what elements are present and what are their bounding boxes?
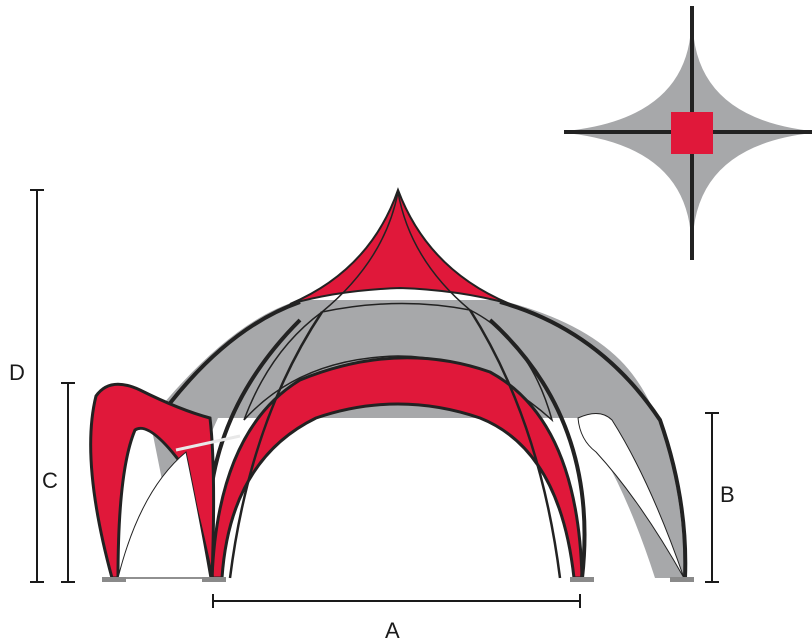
dimension-c-label: C xyxy=(42,468,58,493)
awning-inner-white xyxy=(117,451,211,579)
awning-tie xyxy=(175,434,241,452)
peak-red xyxy=(289,187,511,305)
base-plate xyxy=(570,577,594,582)
peak-seams xyxy=(321,191,471,313)
side-view xyxy=(89,187,694,582)
top-view-center-canopy xyxy=(671,112,713,154)
dimension-d-label: D xyxy=(9,360,25,385)
dimension-b-label: B xyxy=(720,482,735,507)
base-plate xyxy=(202,577,226,582)
dimension-c: C xyxy=(42,382,75,583)
base-plate xyxy=(670,577,694,582)
dimension-d: D xyxy=(9,189,44,583)
base-plate xyxy=(102,577,126,582)
top-view xyxy=(564,6,812,260)
dimension-a: A xyxy=(212,594,581,643)
dome-frame-inner xyxy=(228,309,562,579)
dimension-a-label: A xyxy=(385,618,400,643)
dimension-b: B xyxy=(705,412,735,583)
awning-red xyxy=(89,382,216,580)
